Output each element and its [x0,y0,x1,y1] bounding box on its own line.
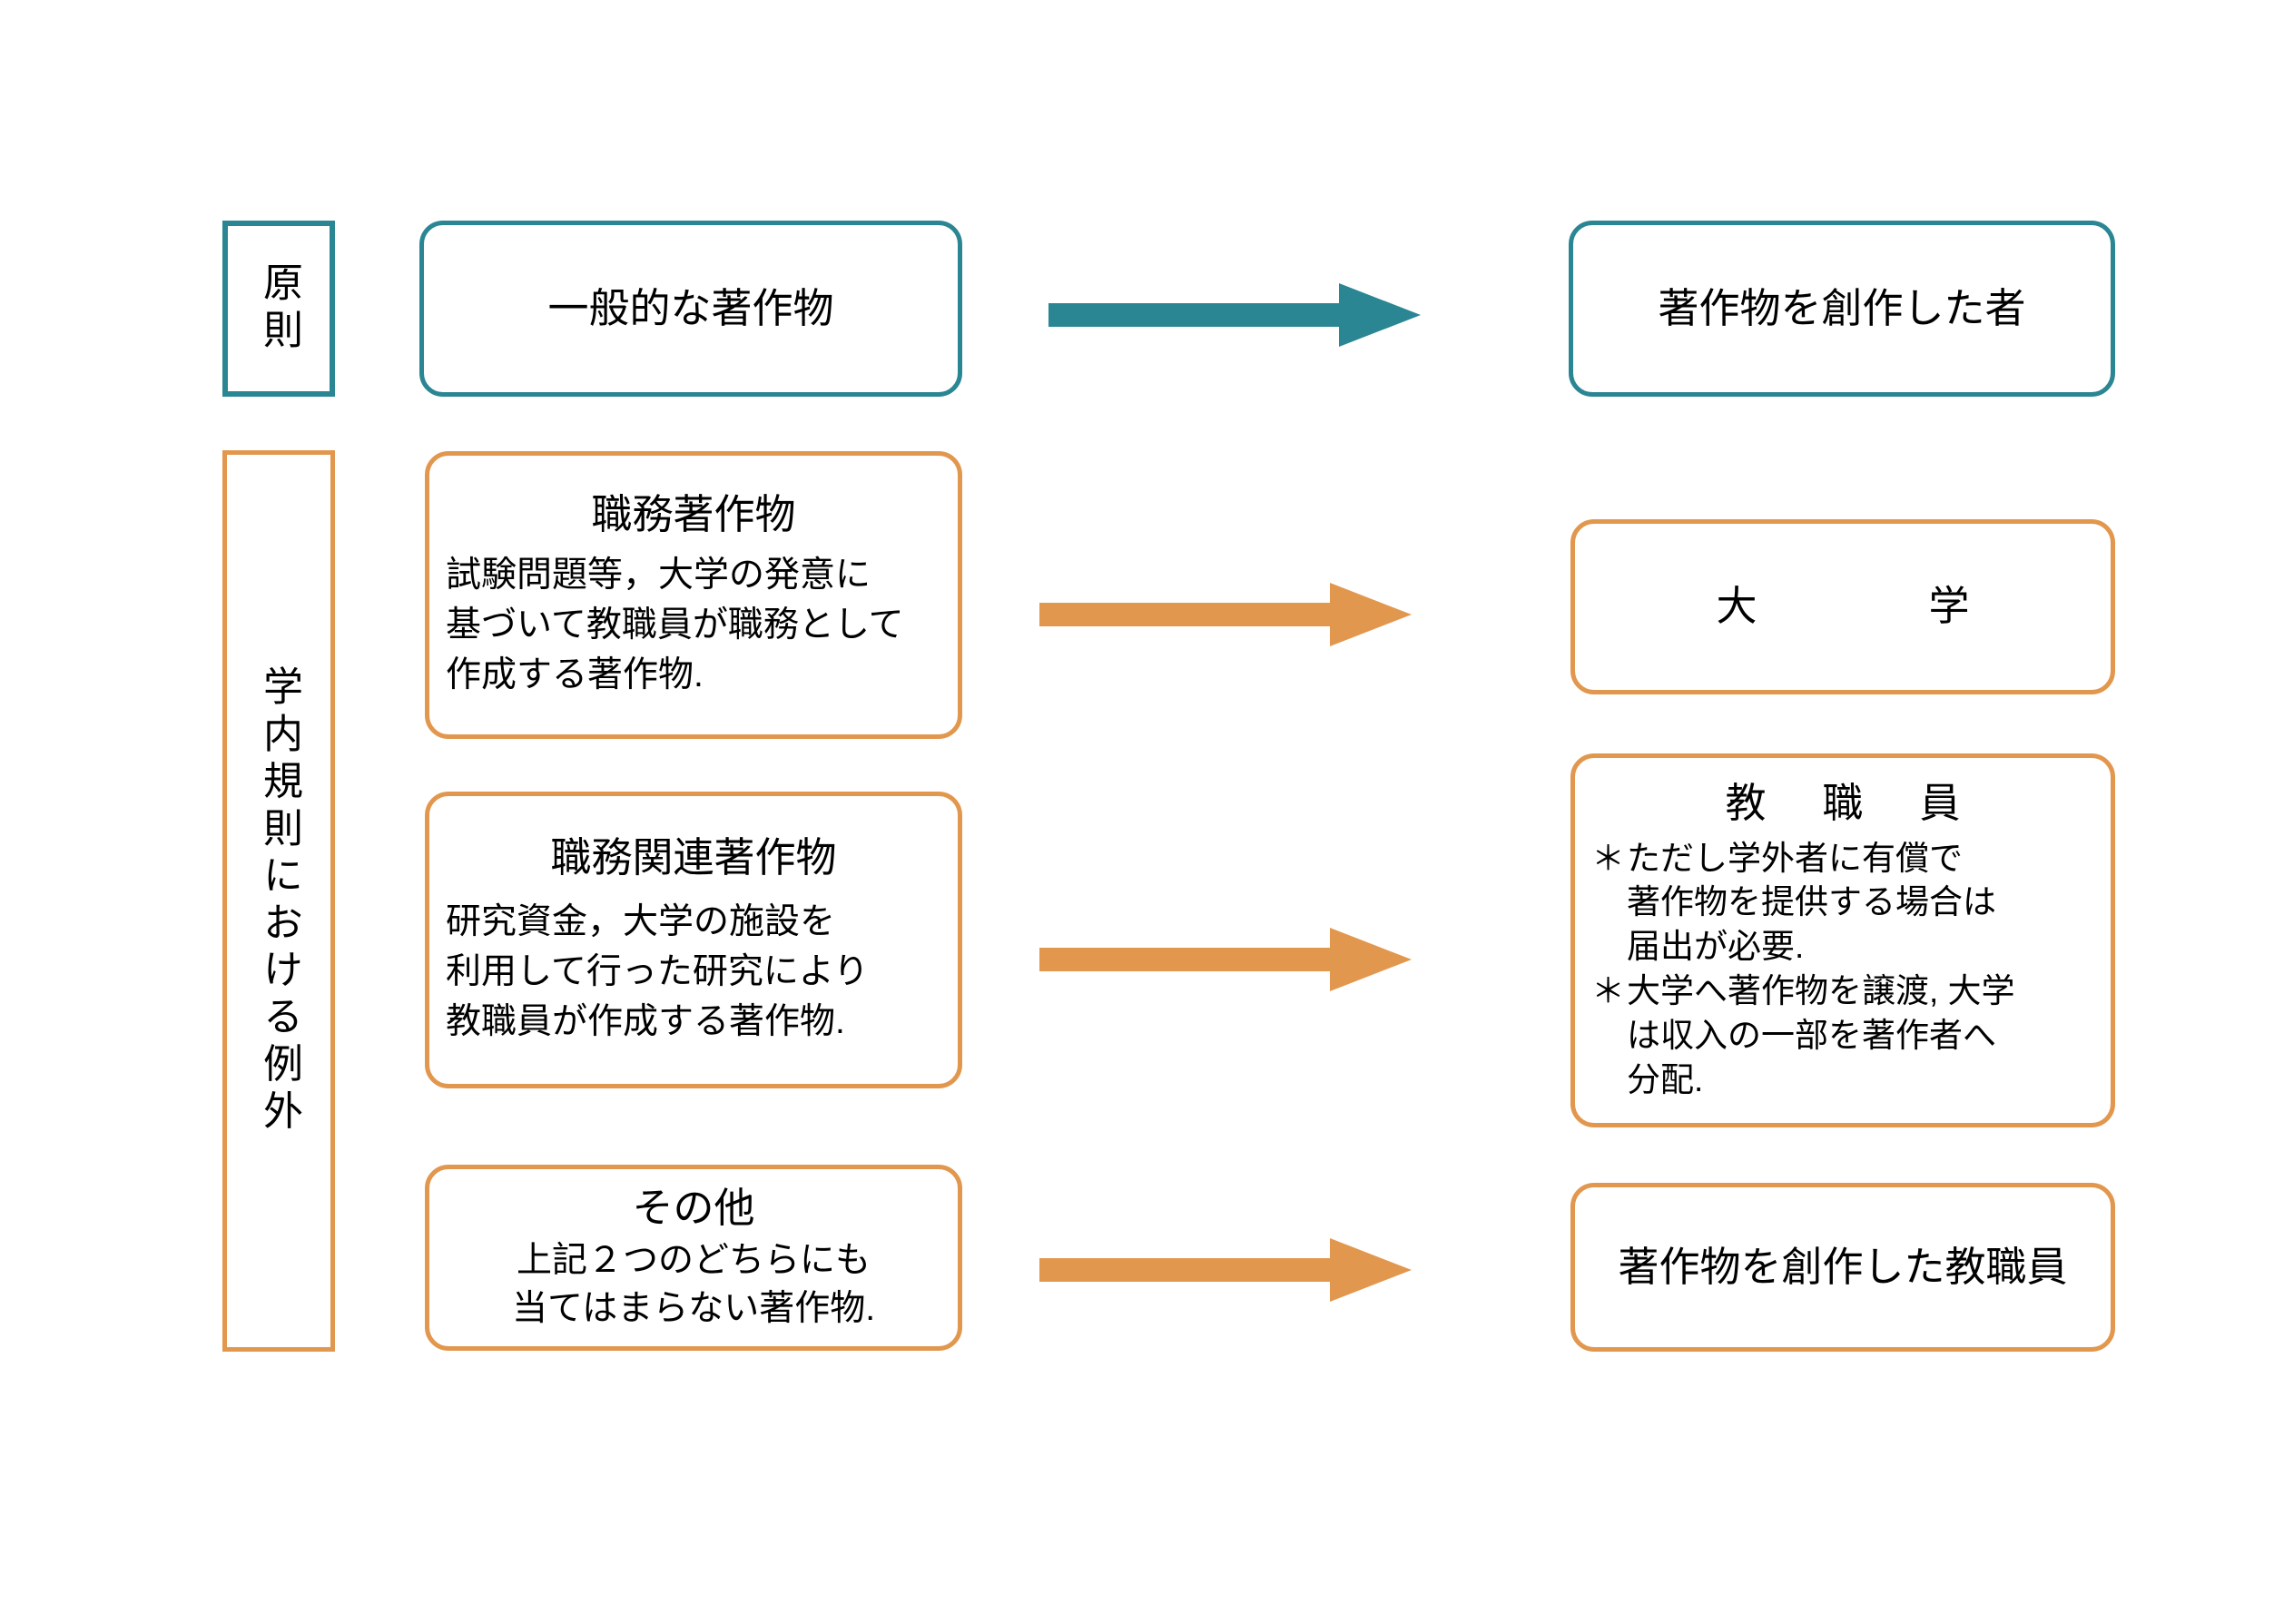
rail-exception-label: 学内規則における例外 [256,664,301,1137]
rail-principle: 原則 [222,221,335,397]
card-other-title: その他 [632,1185,755,1232]
card-work-made-for-hire-body: 試験問題等，大学の発意に 基づいて教職員が職務として 作成する著作物. [446,555,904,695]
card-general-work-target-title: 著作物を創作した者 [1658,284,2026,331]
faculty-note-1-text: ただし学外者に有償で 著作物を提供する場合は 届出が必要. [1627,839,1996,966]
card-work-made-for-hire-title: 職務著作物 [591,491,796,538]
arrow-right-orange-row4 [1039,1236,1412,1304]
asterisk-icon: ＊ [1591,972,1625,1010]
arrow-right-orange-row2 [1039,581,1412,648]
rail-principle-label: 原則 [256,261,301,356]
rail-exception: 学内規則における例外 [222,450,335,1352]
faculty-note-list: ＊ ただし学外者に有償で 著作物を提供する場合は 届出が必要. ＊ 大学へ著作物… [1591,837,2094,1103]
card-work-made-for-hire-source: 職務著作物 試験問題等，大学の発意に 基づいて教職員が職務として 作成する著作物… [425,451,962,739]
card-general-work-title: 一般的な著作物 [547,284,834,331]
card-other-target-title: 著作物を創作した教職員 [1618,1243,2068,1290]
arrow-right-orange-row3 [1039,926,1412,993]
card-general-work-target: 著作物を創作した者 [1569,221,2115,397]
card-faculty-target: 教 職 員 ＊ ただし学外者に有償で 著作物を提供する場合は 届出が必要. ＊ … [1570,753,2115,1127]
card-other-target: 著作物を創作した教職員 [1570,1183,2115,1352]
faculty-note-2: ＊ 大学へ著作物を譲渡, 大学 は収入の一部を著作者へ 分配. [1591,969,2094,1102]
card-work-related-source: 職務関連著作物 研究資金，大学の施設を 利用して行った研究により 教職員が作成す… [425,792,962,1088]
arrow-right-teal-row1 [1048,281,1421,349]
card-other-body: 上記２つのどちらにも 当てはまらない著作物. [511,1240,876,1328]
card-faculty-title: 教 職 員 [1725,780,1984,827]
faculty-note-2-text: 大学へ著作物を譲渡, 大学 は収入の一部を著作者へ 分配. [1627,972,2015,1098]
card-university-title: 大 学 [1716,583,2035,630]
card-general-work-source: 一般的な著作物 [419,221,962,397]
card-work-related-body: 研究資金，大学の施設を 利用して行った研究により 教職員が作成する著作物. [446,901,870,1042]
card-work-related-title: 職務関連著作物 [550,834,837,881]
card-university-target: 大 学 [1570,519,2115,694]
faculty-note-1: ＊ ただし学外者に有償で 著作物を提供する場合は 届出が必要. [1591,837,2094,969]
card-other-source: その他 上記２つのどちらにも 当てはまらない著作物. [425,1165,962,1351]
asterisk-icon: ＊ [1591,839,1625,877]
